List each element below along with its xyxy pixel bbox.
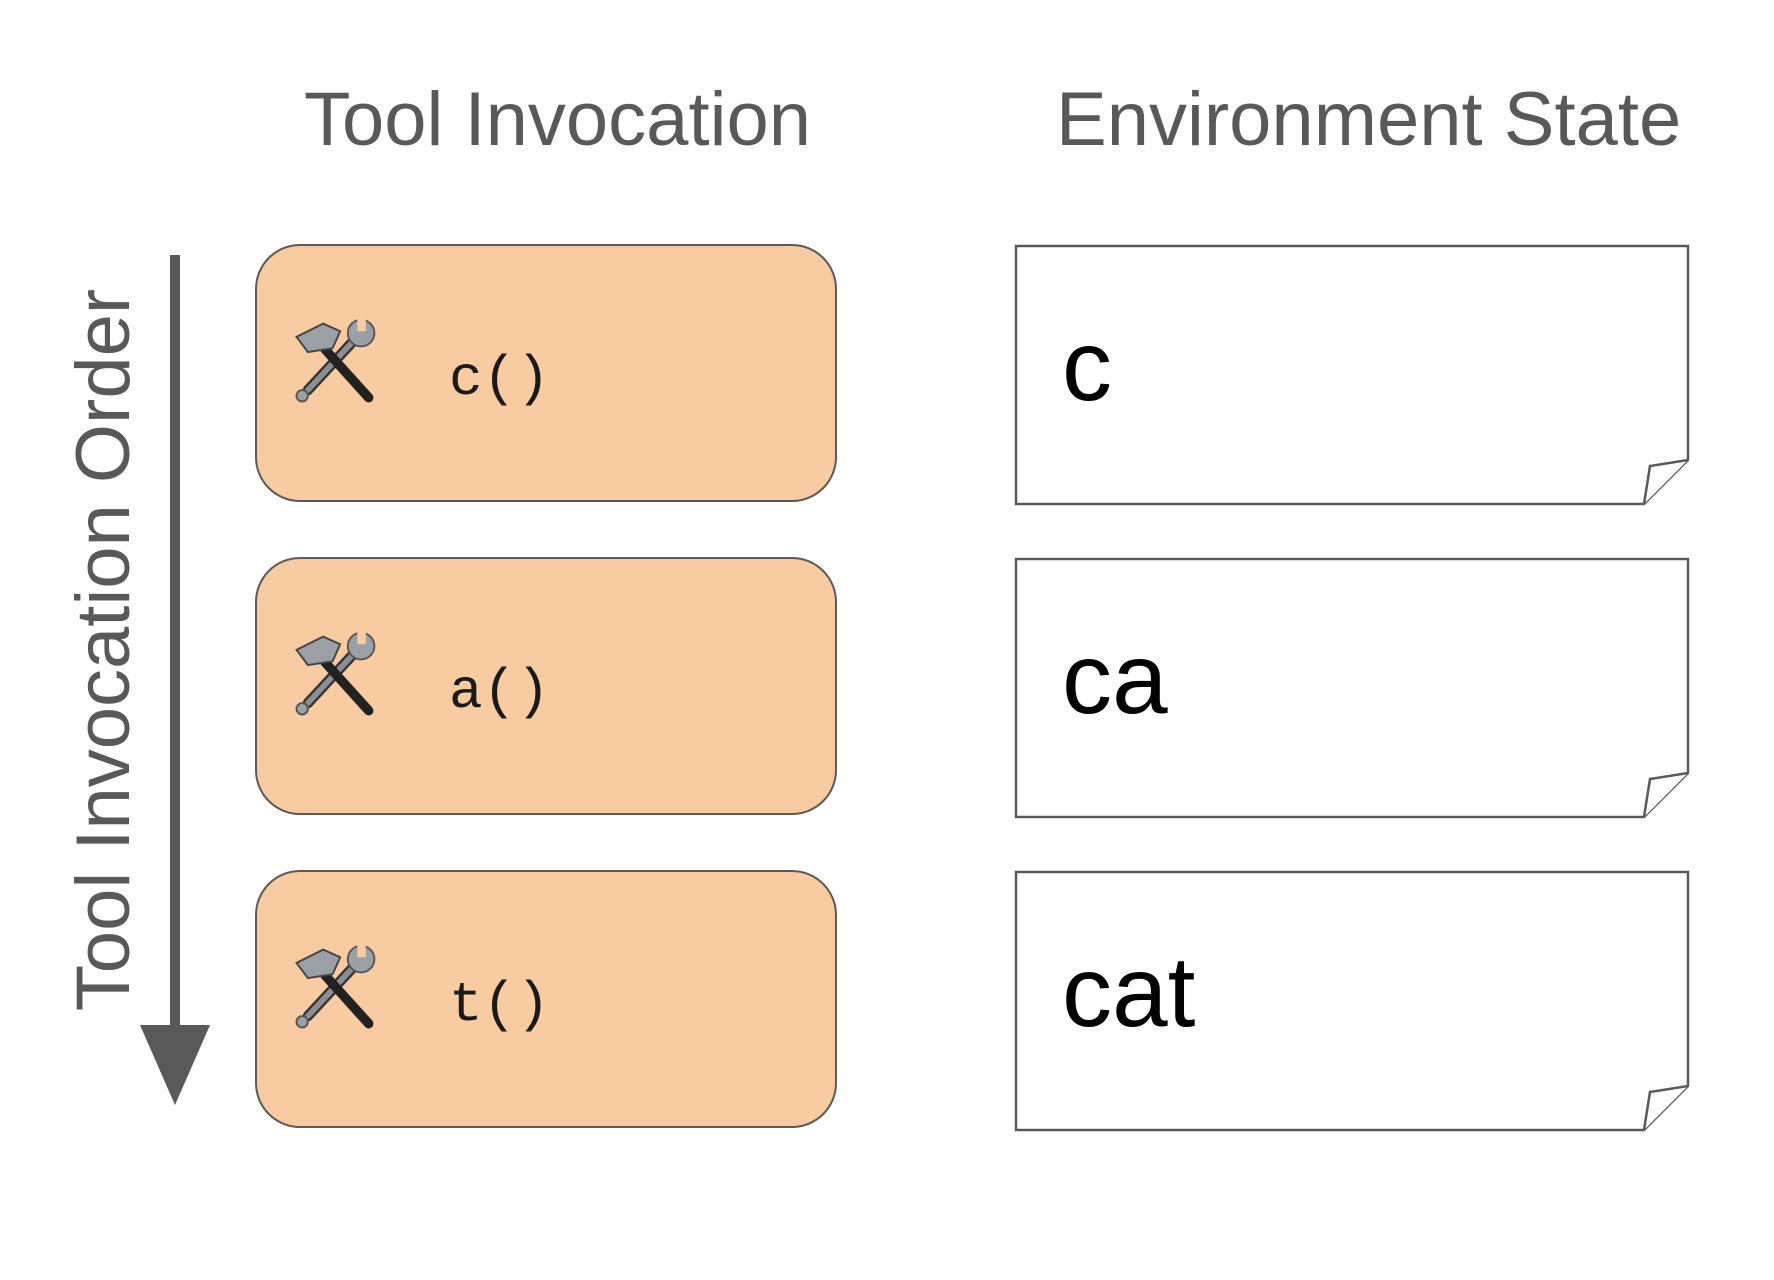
hammer-and-wrench-icon [295, 943, 376, 1029]
hammer-and-wrench-icon [295, 630, 376, 716]
tool-invocation-header: Tool Invocation [304, 77, 811, 162]
tool-invocation-box: c() [255, 244, 837, 502]
document-page-icon [1014, 244, 1690, 506]
invocation-order-label: Tool Invocation Order [61, 288, 146, 1012]
document-page-icon [1014, 557, 1690, 819]
hammer-and-wrench-icon [295, 317, 376, 403]
tool-call-label: c() [449, 347, 550, 411]
environment-state-text: c [1062, 310, 1112, 422]
down-arrow-icon [140, 255, 210, 1105]
environment-state-text: cat [1062, 936, 1196, 1048]
tool-call-label: a() [449, 660, 550, 724]
environment-state-text: ca [1062, 623, 1168, 735]
tool-invocation-box: a() [255, 557, 837, 815]
environment-state-box: c [1014, 244, 1690, 506]
environment-state-header: Environment State [1056, 77, 1682, 162]
environment-state-box: ca [1014, 557, 1690, 819]
tool-invocation-box: t() [255, 870, 837, 1128]
tool-call-label: t() [449, 973, 550, 1037]
document-page-icon [1014, 870, 1690, 1132]
environment-state-box: cat [1014, 870, 1690, 1132]
